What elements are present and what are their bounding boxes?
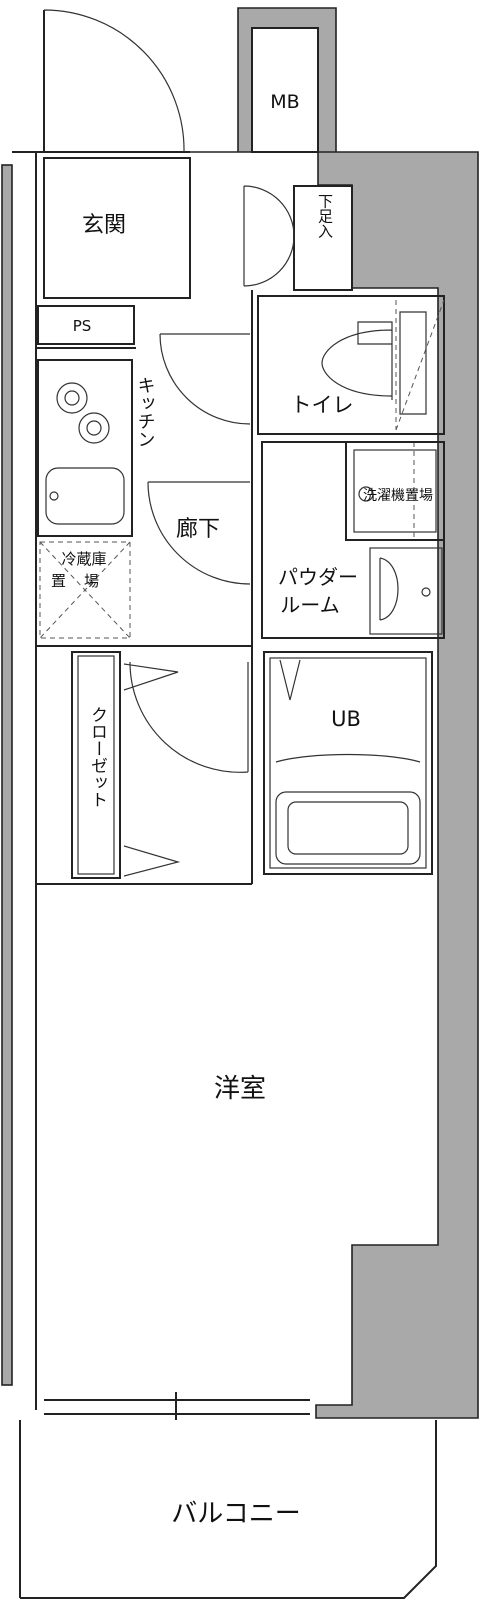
ub-room [263, 651, 433, 875]
label-mb: MB [270, 91, 299, 113]
powder-room [261, 441, 445, 639]
ub-inner [269, 657, 427, 869]
kitchen-corridor-partition [36, 290, 253, 885]
stove-burner-1-inner [64, 390, 80, 406]
label-western-room: 洋室 [214, 1074, 266, 1104]
fridge-space [39, 541, 131, 639]
toilet-dashed [395, 299, 445, 431]
label-toilet: トイレ [291, 393, 354, 417]
washer-drain-icon [358, 486, 374, 502]
label-ub: UB [331, 707, 361, 731]
label-fridge-2: 置場 [51, 572, 117, 590]
closet [71, 651, 121, 879]
label-powder-1: パウダー [278, 565, 358, 589]
corridor-door [147, 481, 251, 585]
bathtub-inner [287, 801, 409, 855]
vanity [369, 547, 443, 635]
closet-door-top [123, 663, 179, 691]
balcony-outline [19, 1420, 437, 1599]
entrance-box [43, 157, 191, 299]
label-fridge-1: 冷蔵庫 [61, 550, 106, 568]
kitchen-sink [45, 467, 125, 525]
label-kitchen: キッチン [135, 376, 156, 448]
balcony-window [44, 1392, 310, 1420]
ub-door-mark [279, 659, 301, 701]
fridge-cross [39, 541, 131, 639]
stove-burner-1 [56, 382, 88, 414]
label-shoe-box: 下足入 [316, 194, 334, 239]
label-corridor: 廊下 [176, 517, 220, 542]
room-door [129, 661, 249, 773]
ub-vanity-line [275, 753, 421, 763]
toilet-room [257, 295, 445, 435]
mb-box [251, 27, 319, 153]
toilet-tank [399, 311, 427, 415]
bathtub [275, 791, 421, 865]
stove-burner-2-inner [86, 420, 102, 436]
label-powder-2: ルーム [280, 593, 339, 617]
label-balcony: バルコニー [171, 1499, 300, 1529]
vanity-bowl [379, 557, 399, 621]
closet-inner [77, 655, 115, 875]
label-washer: 洗濯機置場 [363, 488, 433, 504]
sink-drain [49, 491, 59, 501]
ps-box [37, 305, 135, 345]
vanity-drain [421, 587, 431, 597]
kitchen-door [159, 333, 251, 425]
stove-burner-2 [78, 412, 110, 444]
kitchen-counter [37, 359, 133, 537]
toilet-fixture [321, 321, 393, 400]
closet-door-bottom [123, 845, 181, 877]
entrance-door [43, 9, 185, 153]
left-wall-strip [1, 164, 13, 1386]
shoe-box-doors [243, 185, 295, 287]
label-closet: クローゼット [87, 706, 107, 808]
outer-wall-left [12, 151, 190, 1410]
label-entrance: 玄関 [82, 213, 126, 238]
label-ps: PS [73, 317, 92, 335]
washer-inner [353, 449, 437, 533]
